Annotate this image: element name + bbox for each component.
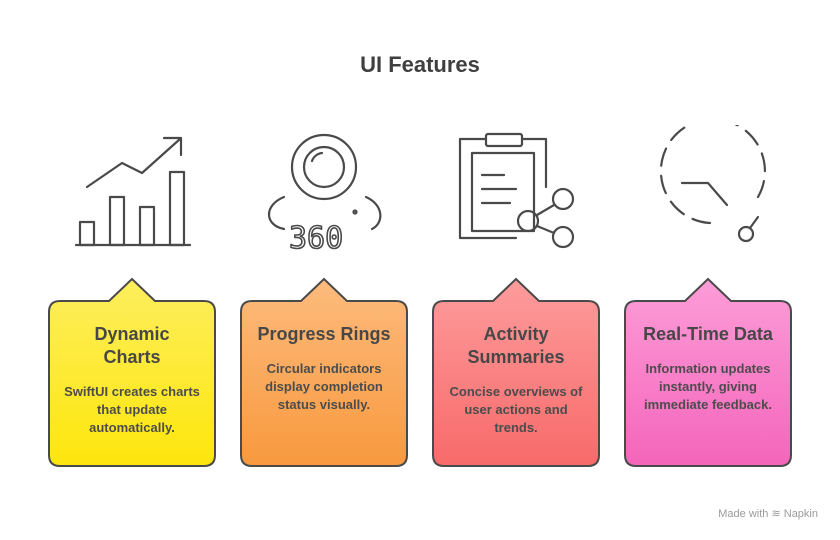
card-body: Circular indicators display completion s…	[265, 361, 383, 412]
dashed-clock-icon	[638, 117, 778, 255]
brand-label: Napkin	[783, 508, 818, 520]
bar-chart-trend-icon	[62, 125, 202, 255]
card-heading: Dynamic Charts	[94, 324, 170, 367]
diagram-title: UI Features	[360, 52, 480, 77]
napkin-logo-icon: ≋	[771, 508, 781, 520]
clipboard-share-icon	[446, 125, 586, 255]
napkin-watermark: Made with ≋ Napkin	[718, 507, 818, 520]
card-heading: Real-Time Data	[643, 324, 773, 344]
card-body: Information updates instantly, giving im…	[644, 361, 772, 412]
card-body: SwiftUI creates charts that update autom…	[64, 384, 200, 435]
card-body: Concise overviews of user actions and tr…	[449, 384, 583, 435]
360-view-icon: 360	[254, 125, 394, 257]
card-heading: Progress Rings	[257, 324, 391, 344]
svg-text:360: 360	[289, 221, 343, 255]
card-heading: Activity Summaries	[467, 324, 565, 367]
made-with-label: Made with	[718, 508, 769, 520]
